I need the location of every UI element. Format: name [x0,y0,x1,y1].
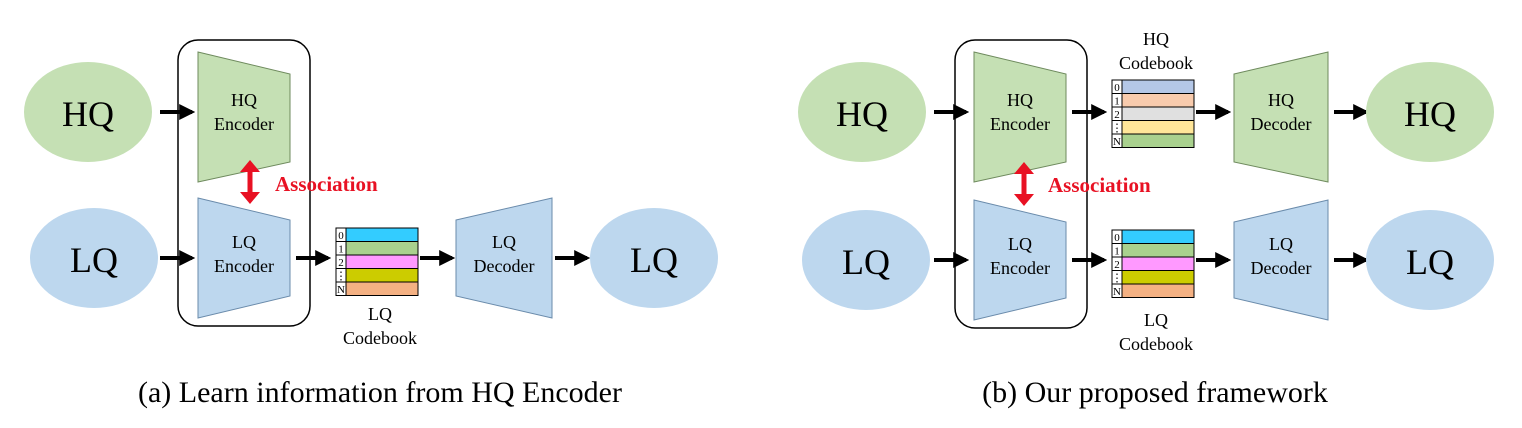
panel-b-lq-codebook-label: LQ [1144,310,1168,330]
panel-b-hq-codebook-label-2: Codebook [1119,53,1193,73]
svg-text:Encoder: Encoder [990,258,1050,278]
panel-b-hq-input: HQ [798,62,926,162]
panel-a-association-label: Association [275,172,378,196]
panel-b-hq-codebook-index-label: N [1113,136,1121,148]
svg-text:LQ: LQ [1269,234,1293,254]
panel-a-lq-codebook-entry [345,281,419,296]
panel-b-lq-codebook-label-2: Codebook [1119,334,1193,354]
panel-a-lq-codebook-label-2: Codebook [343,328,417,348]
panel-b-lq-codebook-index-label: 0 [1114,232,1120,244]
panel-a-lq-codebook-index-label: 2 [338,257,344,269]
panel-b-association-label: Association [1048,173,1151,197]
svg-text:LQ: LQ [1008,234,1032,254]
panel-b-hq-codebook-entry [1121,133,1195,148]
svg-text:HQ: HQ [231,90,257,110]
panel-a-association-arrow [240,160,260,204]
panel-b-lq-codebook-index-label: 1 [1114,246,1120,258]
svg-text:LQ: LQ [70,240,118,280]
panel-b-hq-decoder: HQ Decoder [1233,51,1329,183]
panel-a-lq-codebook: 0 12 ⋮N [335,227,419,296]
panel-b-lq-encoder: LQ Encoder [973,199,1067,321]
panel-a-caption: (a) Learn information from HQ Encoder [138,376,622,409]
svg-text:LQ: LQ [232,232,256,252]
panel-a: HQ LQ HQ Encoder LQ Encoder Association [24,39,718,409]
panel-b-lq-output: LQ [1366,210,1494,310]
svg-text:LQ: LQ [630,240,678,280]
panel-a-lq-decoder: LQ Decoder [455,197,553,319]
panel-b-lq-decoder: LQ Decoder [1233,199,1329,321]
panel-a-lq-encoder: LQ Encoder [197,197,291,319]
panel-b-hq-codebook-index-label: ⋮ [1112,123,1123,135]
svg-text:Decoder: Decoder [474,256,535,276]
panel-b-association-arrow [1014,162,1034,206]
panel-a-lq-codebook-label: LQ [368,304,392,324]
panel-b-hq-codebook-entry [1121,106,1195,121]
svg-text:Encoder: Encoder [214,114,274,134]
panel-b-hq-codebook: 0 12 ⋮N [1111,79,1195,148]
panel-b-hq-codebook-index-label: 0 [1114,82,1120,94]
svg-text:HQ: HQ [836,94,888,134]
panel-b-lq-codebook-entry [1121,256,1195,271]
svg-text:Decoder: Decoder [1251,114,1312,134]
panel-b-hq-codebook-entry [1121,93,1195,108]
svg-text:LQ: LQ [1406,242,1454,282]
panel-b-lq-codebook-entry [1121,270,1195,285]
panel-b-hq-codebook-index-label: 1 [1114,96,1120,108]
panel-a-lq-codebook-index-label: 0 [338,230,344,242]
panel-b-lq-codebook-index-label: 2 [1114,259,1120,271]
panel-b-lq-codebook-entry [1121,283,1195,298]
svg-text:LQ: LQ [842,242,890,282]
panel-b-hq-output: HQ [1366,62,1494,162]
panel-b-lq-input: LQ [802,210,930,310]
panel-b-hq-codebook-label: HQ [1143,29,1169,49]
svg-text:HQ: HQ [1404,94,1456,134]
panel-b-hq-codebook-entry [1121,79,1195,94]
panel-b-hq-codebook-entry [1121,120,1195,135]
panel-b-encoder-group-box [954,39,1088,329]
panel-a-lq-output: LQ [590,208,718,308]
panel-a-lq-codebook-entry [345,268,419,283]
panel-a-lq-codebook-entry [345,254,419,269]
panel-a-hq-encoder: HQ Encoder [197,51,291,183]
svg-text:Decoder: Decoder [1251,258,1312,278]
panel-b-lq-codebook-entry [1121,229,1195,244]
panel-b-hq-codebook-index-label: 2 [1114,109,1120,121]
panel-a-lq-codebook-entry [345,227,419,242]
panel-a-lq-codebook-index-label: 1 [338,244,344,256]
panel-b-lq-codebook-index-label: N [1113,286,1121,298]
panel-a-hq-input: HQ [24,62,152,162]
panel-a-lq-codebook-index-label: N [337,284,345,296]
svg-text:HQ: HQ [1007,90,1033,110]
panel-b-lq-codebook-index-label: ⋮ [1112,273,1123,285]
svg-text:Encoder: Encoder [214,256,274,276]
panel-b: HQ LQ HQ Encoder LQ Encoder Association [798,29,1494,409]
panel-a-lq-codebook-index-label: ⋮ [336,271,347,283]
panel-a-lq-codebook-entry [345,241,419,256]
svg-text:HQ: HQ [62,94,114,134]
panel-a-lq-input: LQ [30,208,158,308]
panel-a-encoder-group-box [177,39,311,327]
svg-text:Encoder: Encoder [990,114,1050,134]
panel-b-lq-codebook: 0 12 ⋮N [1111,229,1195,298]
svg-text:HQ: HQ [1268,90,1294,110]
panel-b-lq-codebook-entry [1121,243,1195,258]
svg-text:LQ: LQ [492,232,516,252]
panel-b-caption: (b) Our proposed framework [982,376,1328,409]
panel-b-hq-encoder: HQ Encoder [973,51,1067,183]
